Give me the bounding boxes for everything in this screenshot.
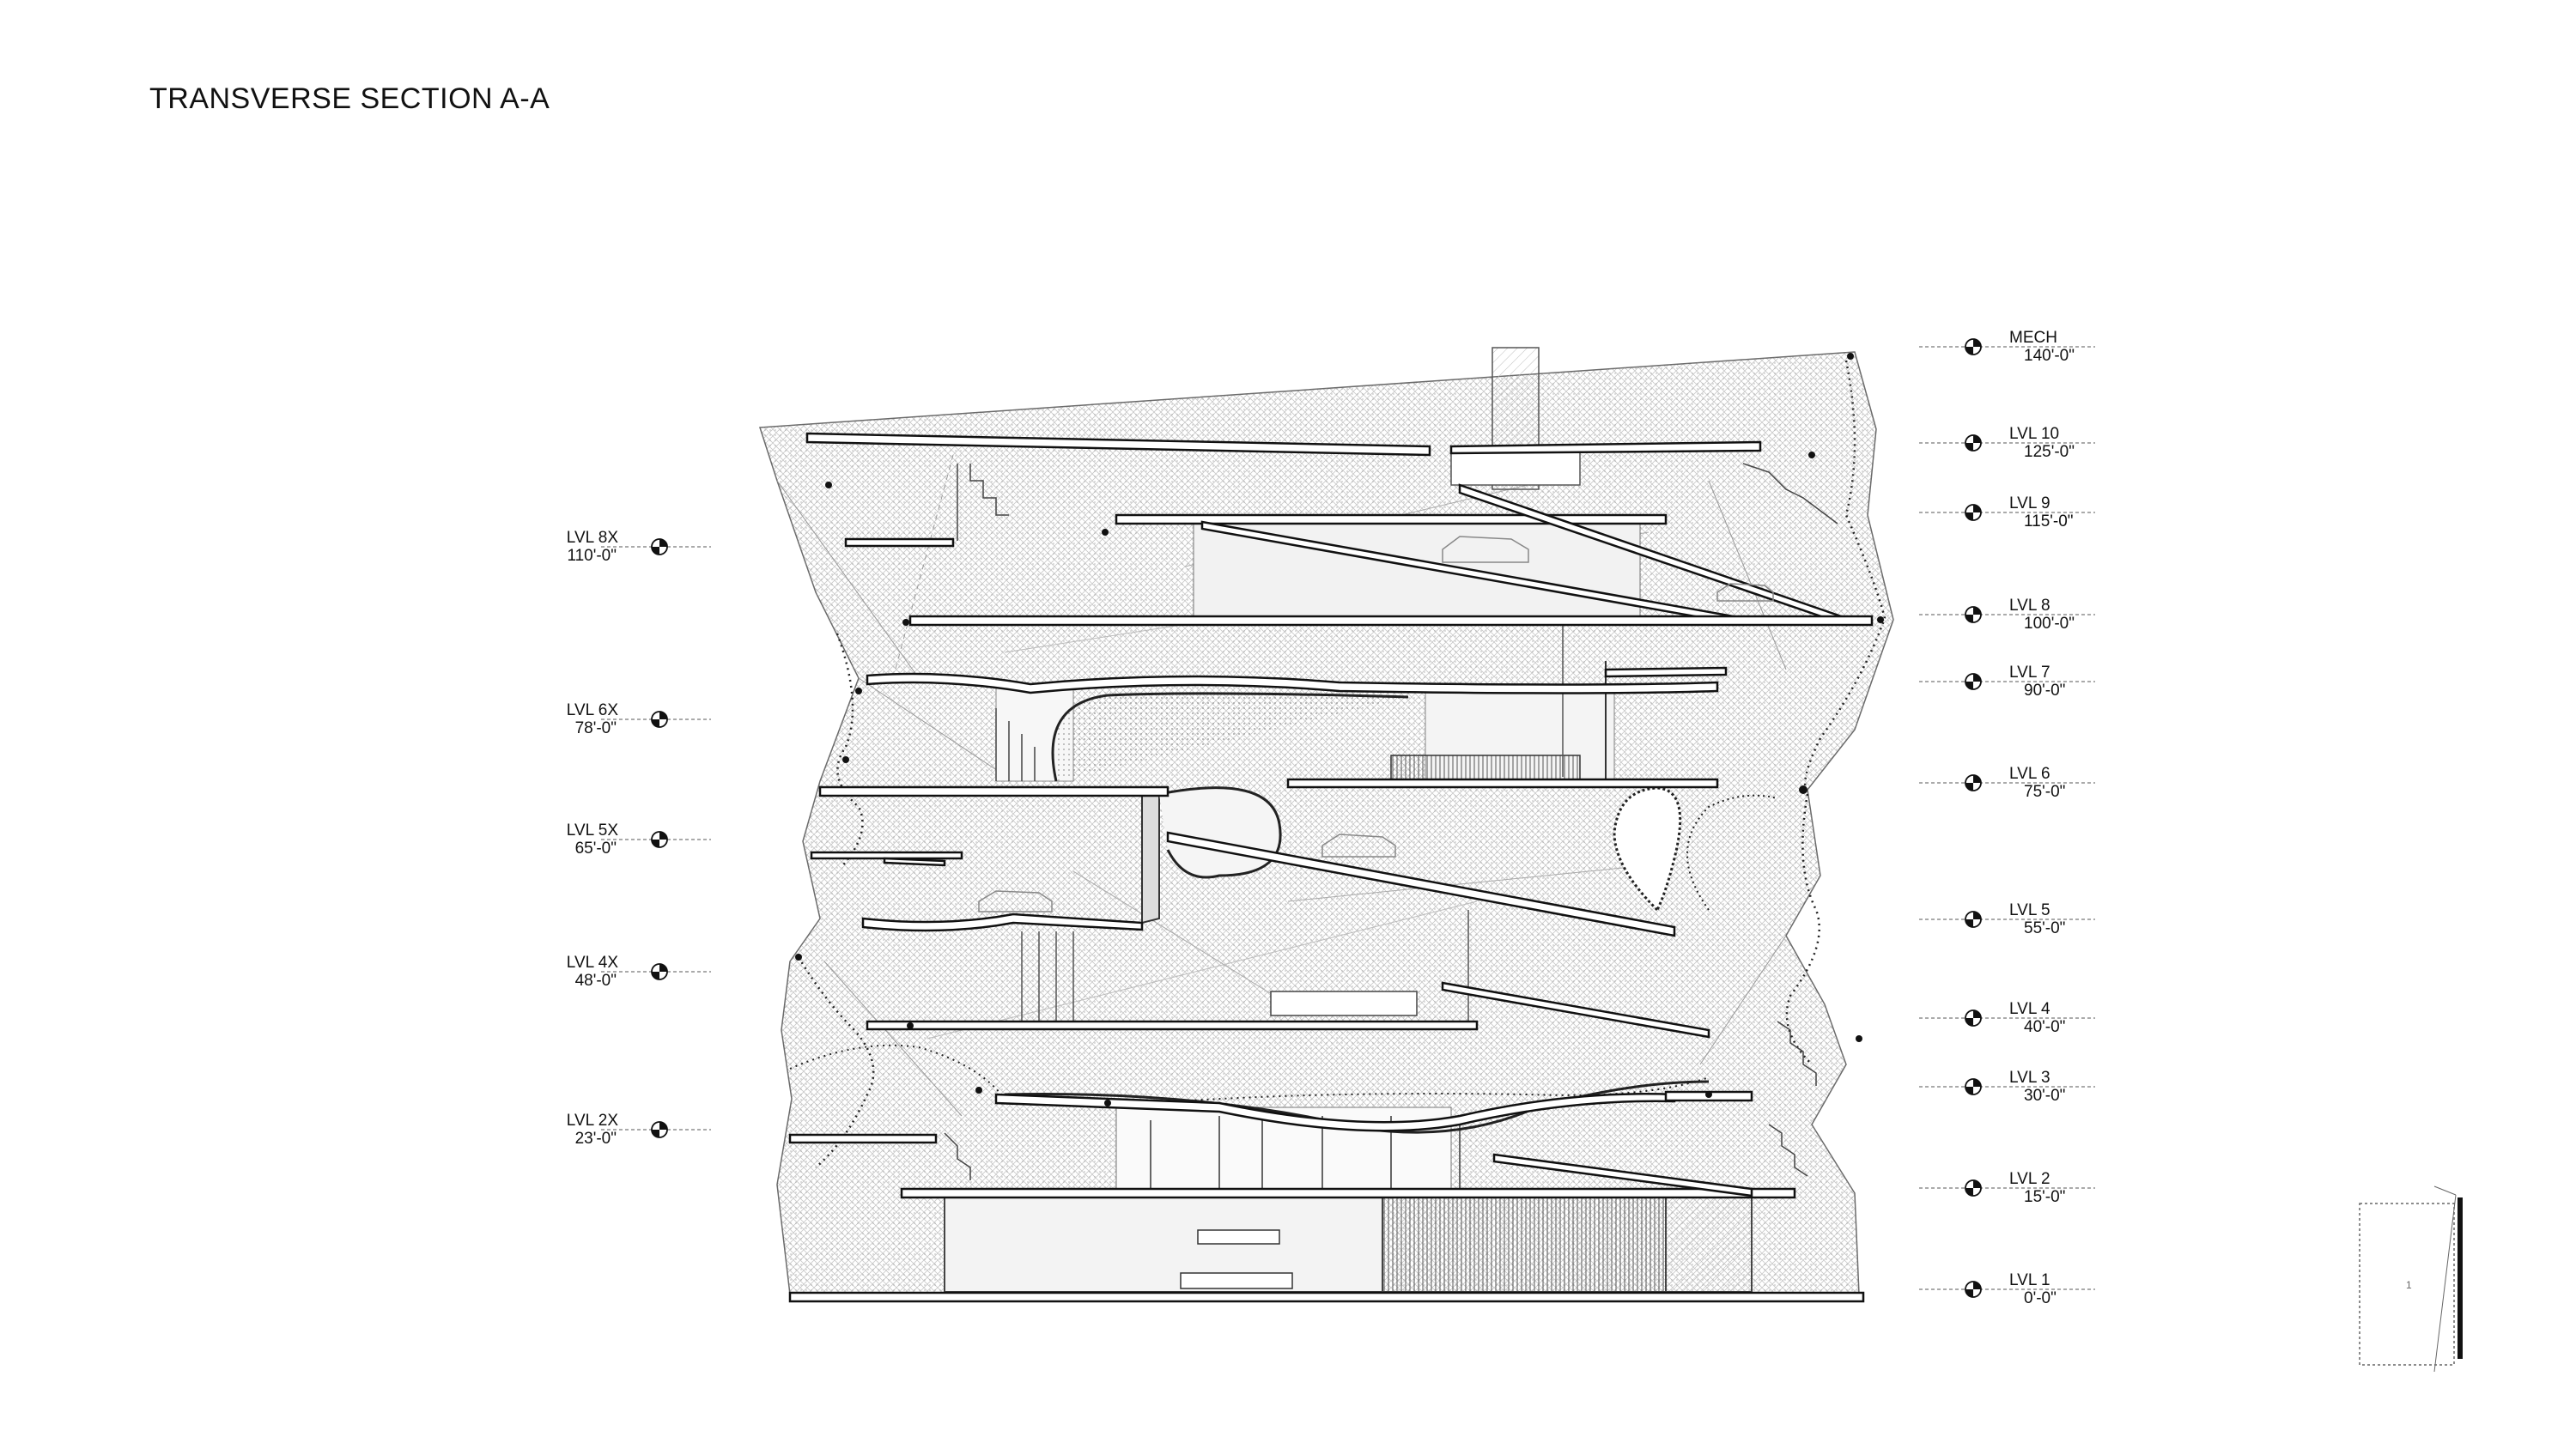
level-elevation: 140'-0" <box>2024 347 2075 365</box>
level-elevation: 110'-0" <box>567 547 617 565</box>
level-name: LVL 1 <box>2009 1271 2050 1289</box>
level-elevation: 90'-0" <box>2024 682 2065 700</box>
level-elevation: 75'-0" <box>2024 783 2065 801</box>
level-name: LVL 5X <box>567 822 619 840</box>
level-name: LVL 6 <box>2009 765 2050 783</box>
level-elevation: 78'-0" <box>575 719 617 737</box>
level-elevation: 48'-0" <box>575 972 617 990</box>
level-elevation: 100'-0" <box>2024 615 2075 633</box>
level-name: LVL 2 <box>2009 1170 2050 1188</box>
anchor-points <box>795 353 1884 1106</box>
level-name: LVL 7 <box>2009 664 2050 682</box>
vehicle-outlines <box>978 536 1774 912</box>
level-elevation: 30'-0" <box>2024 1087 2065 1105</box>
level-name: MECH <box>2009 329 2057 347</box>
level-elevation: 65'-0" <box>575 840 617 858</box>
level-elevation: 15'-0" <box>2024 1188 2065 1206</box>
level-name: LVL 9 <box>2009 494 2050 512</box>
key-plan-mark: 1 <box>2406 1279 2412 1291</box>
page-title: TRANSVERSE SECTION A-A <box>149 82 550 115</box>
level-elevation: 125'-0" <box>2024 443 2075 461</box>
level-elevation: 40'-0" <box>2024 1018 2065 1036</box>
level-name: LVL 2X <box>567 1112 619 1130</box>
level-name: LVL 10 <box>2009 425 2059 443</box>
level-name: LVL 8 <box>2009 597 2050 615</box>
level-name: LVL 8X <box>567 529 619 547</box>
level-elevation: 115'-0" <box>2024 512 2074 530</box>
key-plan: 1 <box>2359 1185 2463 1373</box>
loop-forms <box>1004 692 1778 1134</box>
level-elevation: 55'-0" <box>2024 919 2065 937</box>
level-elevation: 23'-0" <box>575 1130 617 1148</box>
level-elevation: 0'-0" <box>2024 1289 2057 1307</box>
level-name: LVL 5 <box>2009 901 2050 919</box>
stairs <box>944 463 1838 1180</box>
level-name: LVL 4X <box>567 954 619 972</box>
level-name: LVL 4 <box>2009 1000 2050 1018</box>
level-name: LVL 6X <box>567 701 619 719</box>
level-name: LVL 3 <box>2009 1069 2050 1087</box>
